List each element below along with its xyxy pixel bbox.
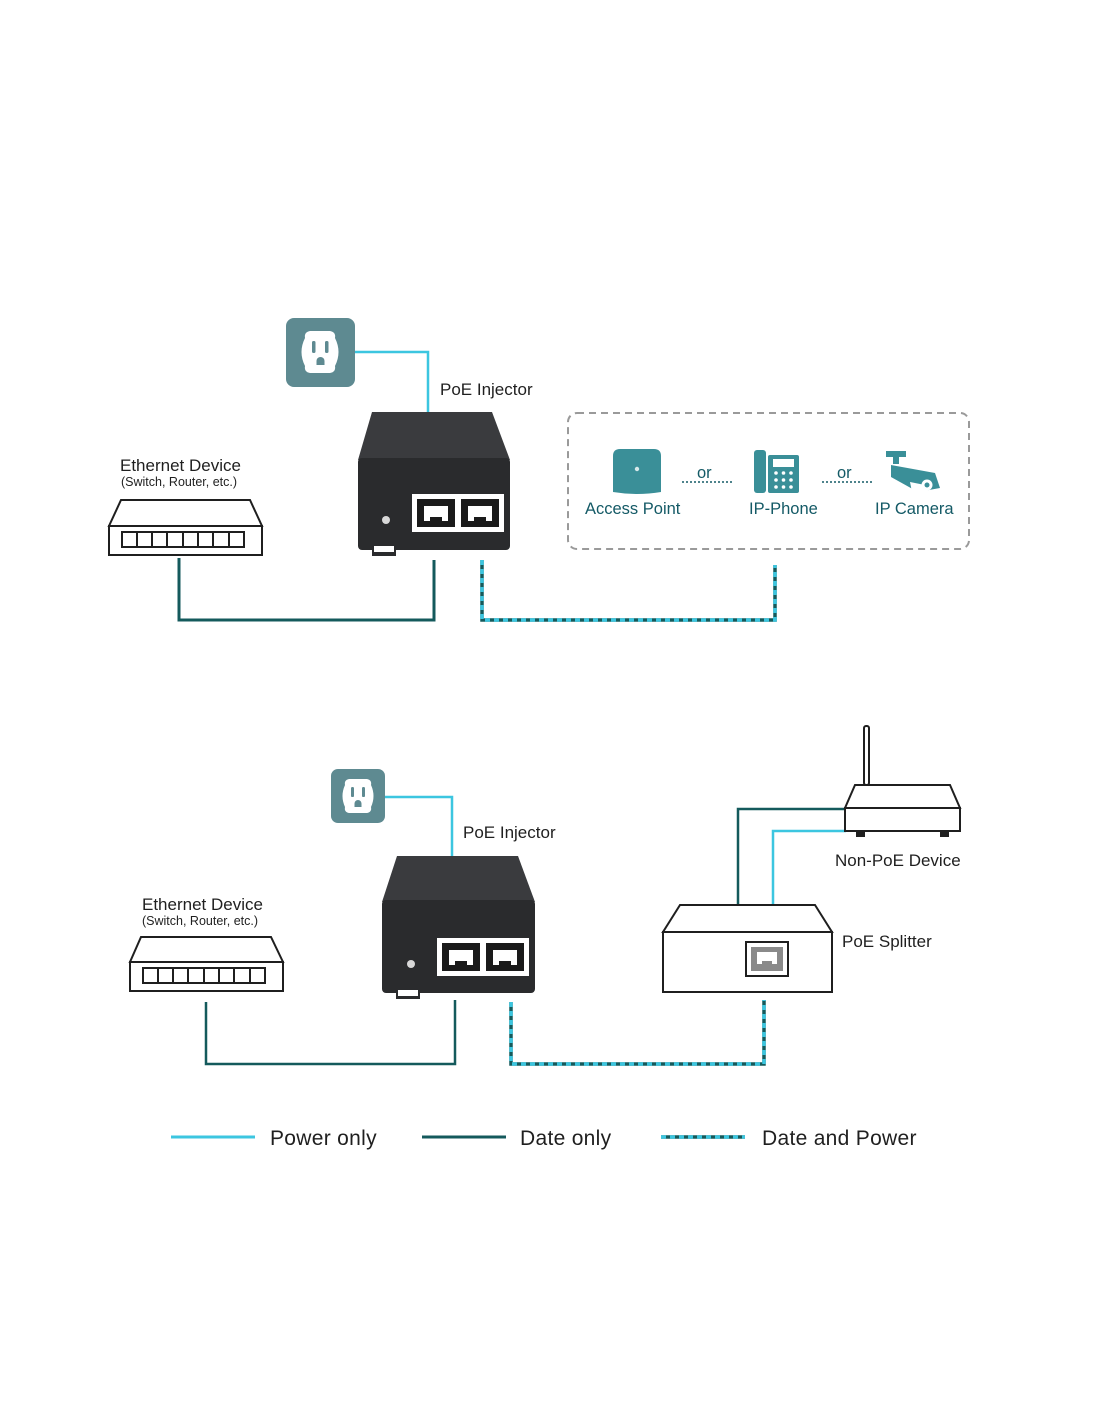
top-poe-injector — [358, 412, 510, 556]
bottom-switch-icon — [128, 936, 285, 992]
bottom-ethernet-label: Ethernet Device — [142, 895, 263, 914]
ip-camera-label: IP Camera — [875, 500, 954, 518]
non-poe-router-icon — [843, 725, 962, 837]
poe-splitter-icon — [661, 904, 834, 993]
bottom-data-power-line — [509, 1000, 766, 1066]
bottom-data-line — [204, 1000, 457, 1066]
ip-camera-icon — [886, 451, 940, 494]
top-ethernet-label: Ethernet Device — [120, 456, 241, 475]
bottom-ethernet-sub: (Switch, Router, etc.) — [142, 914, 258, 928]
legend-data-power-label: Date and Power — [762, 1127, 917, 1150]
splitter-power-line — [771, 829, 846, 907]
top-data-line — [177, 558, 436, 622]
bottom-injector-label: PoE Injector — [463, 823, 556, 842]
legend-data-only-label: Date only — [520, 1127, 612, 1150]
top-switch-icon — [107, 499, 264, 556]
access-point-icon — [613, 449, 661, 494]
non-poe-device-label: Non-PoE Device — [835, 851, 961, 870]
top-or-2: or — [837, 464, 852, 482]
top-or-1: or — [697, 464, 712, 482]
top-data-power-line — [480, 560, 777, 622]
top-injector-ports — [412, 494, 504, 532]
bottom-injector-ports — [437, 938, 529, 976]
poe-devices-box — [567, 412, 970, 550]
top-power-line — [355, 350, 430, 413]
top-ethernet-sub: (Switch, Router, etc.) — [121, 475, 237, 489]
access-point-label: Access Point — [585, 500, 681, 518]
legend-power-only-label: Power only — [270, 1127, 377, 1150]
poe-splitter-label: PoE Splitter — [842, 932, 932, 951]
ip-phone-label: IP-Phone — [749, 500, 818, 518]
bottom-poe-injector — [382, 856, 535, 999]
top-power-outlet-icon — [286, 318, 355, 387]
top-injector-label: PoE Injector — [440, 380, 533, 399]
ip-phone-icon — [754, 450, 799, 493]
bottom-power-line — [385, 795, 454, 856]
bottom-power-outlet-icon — [331, 769, 385, 823]
legend: Power only Date only Date and Power — [171, 1127, 917, 1150]
splitter-data-line — [736, 807, 846, 905]
